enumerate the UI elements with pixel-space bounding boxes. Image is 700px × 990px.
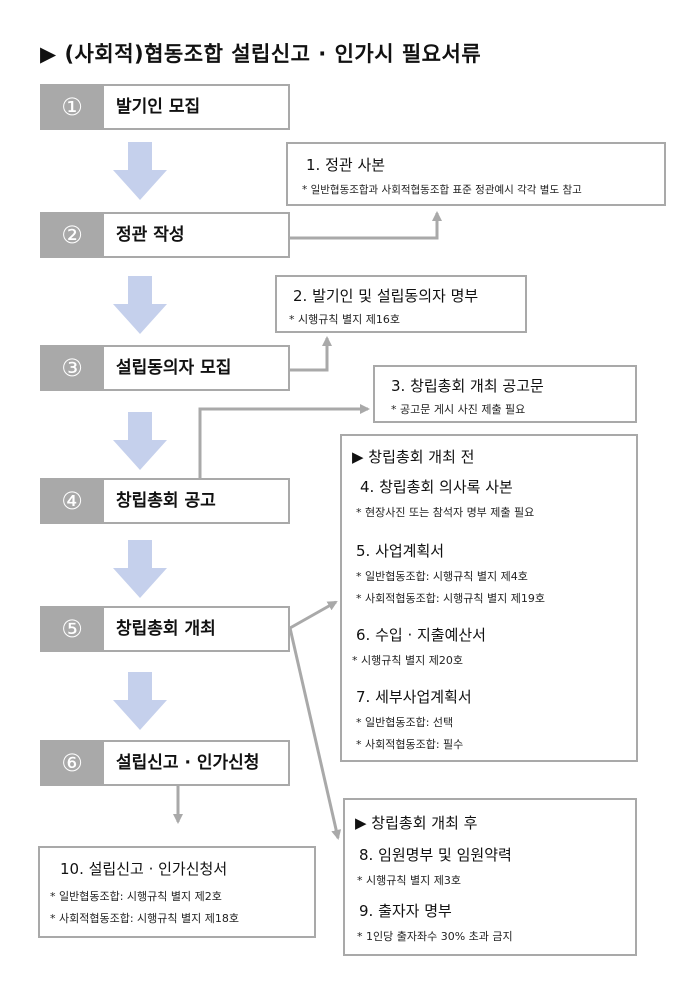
doc-note: * 시행규칙 별지 제3호 [357,874,461,887]
step-label: 정관 작성 [116,225,185,245]
doc-title: 7. 세부사업계획서 [356,688,472,706]
step-number: ③ [40,345,104,391]
doc-note: * 사회적협동조합: 시행규칙 별지 제19호 [356,592,545,605]
step-number: ⑤ [40,606,104,652]
step-6: ⑥ 설립신고 · 인가신청 [40,740,290,786]
before-meeting-header: ▶ 창립총회 개최 전 [352,448,475,466]
doc-box-10: 10. 설립신고 · 인가신청서 * 일반협동조합: 시행규칙 별지 제2호 *… [38,846,316,938]
step-label: 설립신고 · 인가신청 [116,753,260,773]
step-5: ⑤ 창립총회 개최 [40,606,290,652]
doc-title: 8. 임원명부 및 임원약력 [359,846,512,864]
doc-note: * 사회적협동조합: 필수 [356,738,464,751]
doc-title: 4. 창립총회 의사록 사본 [360,478,513,496]
step-label: 창립총회 개최 [116,619,216,639]
connector-step2-doc1 [290,211,442,240]
doc-box-2: 2. 발기인 및 설립동의자 명부 * 시행규칙 별지 제16호 [275,275,527,333]
step-label: 설립동의자 모집 [116,358,232,378]
doc-note: * 사회적협동조합: 시행규칙 별지 제18호 [50,912,239,925]
doc-note: * 일반협동조합: 시행규칙 별지 제4호 [356,570,528,583]
step-number: ④ [40,478,104,524]
doc-title: 9. 출자자 명부 [359,902,452,920]
doc-title: 5. 사업계획서 [356,542,445,560]
doc-title: 6. 수입 · 지출예산서 [356,626,486,644]
doc-box-1: 1. 정관 사본 * 일반협동조합과 사회적협동조합 표준 정관예시 각각 별도… [286,142,666,206]
down-arrow-4 [113,540,167,598]
down-arrow-3 [113,412,167,470]
doc-note: * 일반협동조합: 선택 [356,716,454,729]
step-label: 창립총회 공고 [116,491,216,511]
after-meeting-box: ▶ 창립총회 개최 후 8. 임원명부 및 임원약력 * 시행규칙 별지 제3호… [343,798,637,956]
doc-title: 3. 창립총회 개최 공고문 [391,377,544,395]
step-2: ② 정관 작성 [40,212,290,258]
doc-note: * 일반협동조합과 사회적협동조합 표준 정관예시 각각 별도 참고 [302,184,582,196]
page-title: ▶ (사회적)협동조합 설립신고 · 인가시 필요서류 [40,42,482,66]
down-arrow-1 [113,142,167,200]
before-meeting-box: ▶ 창립총회 개최 전 4. 창립총회 의사록 사본 * 현장사진 또는 참석자… [340,434,638,762]
step-label: 발기인 모집 [116,97,201,117]
down-arrow-2 [113,276,167,334]
connector-step5-after [288,627,342,840]
connector-step3-doc2 [290,336,332,372]
step-1: ① 발기인 모집 [40,84,290,130]
doc-note: * 1인당 출자좌수 30% 초과 금지 [357,930,513,943]
doc-note: * 일반협동조합: 시행규칙 별지 제2호 [50,890,222,903]
doc-title: 10. 설립신고 · 인가신청서 [60,860,228,878]
step-3: ③ 설립동의자 모집 [40,345,290,391]
doc-note: * 시행규칙 별지 제16호 [289,313,400,326]
doc-note: * 시행규칙 별지 제20호 [352,654,463,667]
doc-title: 1. 정관 사본 [306,156,386,174]
connector-step4-doc3 [198,404,370,478]
down-arrow-5 [113,672,167,730]
after-meeting-header: ▶ 창립총회 개최 후 [355,814,478,832]
doc-note: * 현장사진 또는 참석자 명부 제출 필요 [356,506,535,519]
step-number: ② [40,212,104,258]
step-number: ⑥ [40,740,104,786]
step-number: ① [40,84,104,130]
doc-box-3: 3. 창립총회 개최 공고문 * 공고문 게시 사진 제출 필요 [373,365,637,423]
connector-step5-before [289,600,338,630]
doc-note: * 공고문 게시 사진 제출 필요 [391,403,526,416]
step-4: ④ 창립총회 공고 [40,478,290,524]
doc-title: 2. 발기인 및 설립동의자 명부 [293,287,479,305]
